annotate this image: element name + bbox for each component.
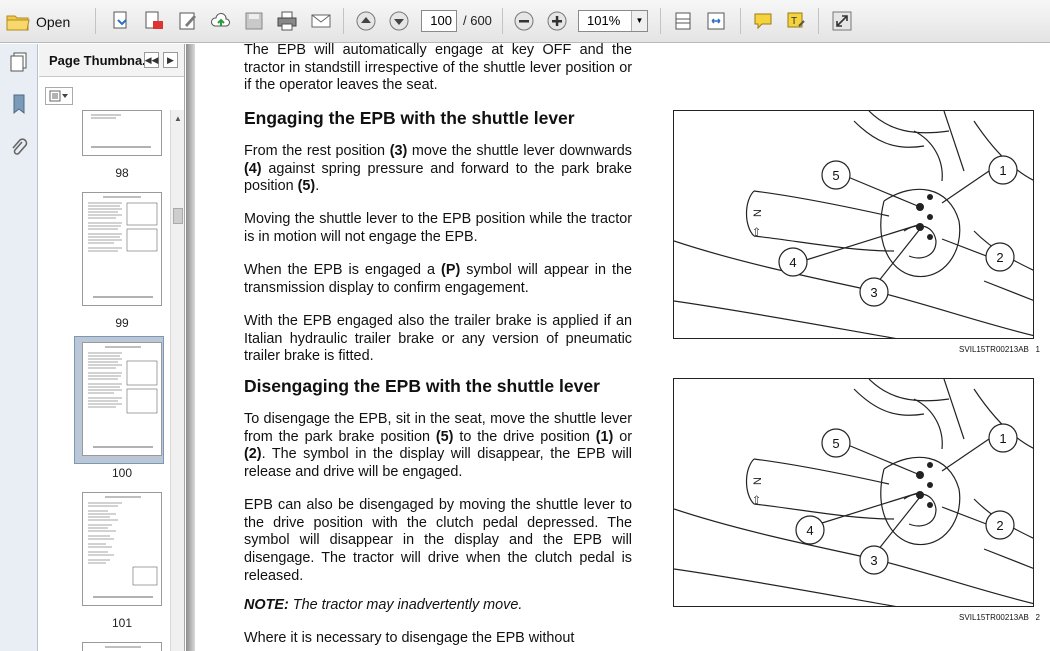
thumbnail-page-100[interactable]	[82, 342, 162, 456]
save-icon[interactable]	[242, 9, 266, 33]
svg-text:N: N	[752, 209, 764, 217]
toolbar-separator	[502, 8, 503, 34]
paragraph: The EPB will automatically engage at key…	[244, 42, 632, 94]
callout-2: 2	[996, 518, 1003, 533]
collapse-panel-icon[interactable]: ◀◀	[144, 52, 159, 68]
print-icon[interactable]	[275, 9, 299, 33]
thumbnail-list: 98 99 100	[39, 110, 171, 651]
thumbnail-page-98[interactable]	[82, 110, 162, 156]
email-icon[interactable]	[309, 9, 333, 33]
paragraph: To disengage the EPB, sit in the seat, m…	[244, 411, 633, 481]
thumbnail-page-101[interactable]	[82, 492, 162, 606]
paragraph: EPB can also be disengaged by moving the…	[244, 497, 632, 584]
thumbnails-panel: Page Thumbna... ◀◀ ▶ 98 99	[39, 44, 185, 651]
attachments-icon[interactable]	[7, 136, 31, 160]
svg-text:⇨: ⇨	[751, 495, 763, 504]
callout-1: 1	[999, 163, 1006, 178]
panel-title: Page Thumbna...	[49, 53, 154, 68]
next-page-icon[interactable]	[387, 9, 411, 33]
scrollbar-thumb[interactable]	[173, 208, 183, 224]
svg-text:N: N	[752, 477, 764, 485]
save-copy-icon[interactable]	[109, 9, 133, 33]
callouts: 5 1 4 3 2	[795, 423, 1018, 575]
document-edge	[186, 44, 195, 651]
highlight-icon[interactable]: T	[784, 9, 808, 33]
section-heading: Disengaging the EPB with the shuttle lev…	[244, 376, 600, 396]
callout-4: 4	[806, 523, 813, 538]
paragraph: Moving the shuttle lever to the EPB posi…	[244, 211, 632, 245]
toolbar-separator	[95, 8, 96, 34]
shuttle-lever-illustration: N ⇨	[674, 379, 1033, 606]
callout-5: 5	[832, 168, 839, 183]
open-button[interactable]: Open	[6, 8, 70, 35]
zoom-in-icon[interactable]	[545, 9, 569, 33]
thumbnail-page-99[interactable]	[82, 192, 162, 306]
section-heading: Engaging the EPB with the shuttle lever	[244, 108, 575, 128]
figure-caption: SVIL15TR00213AB 2	[959, 613, 1040, 622]
main-toolbar: Open 100 / 600 101% ▼	[0, 0, 1050, 43]
comment-icon[interactable]	[751, 9, 775, 33]
thumbnail-label: 100	[111, 466, 133, 480]
toolbar-separator	[343, 8, 344, 34]
chevron-down-icon[interactable]: ▼	[631, 11, 647, 31]
scroll-up-icon[interactable]: ▲	[174, 114, 182, 123]
thumbnail-scrollbar[interactable]: ▲	[170, 110, 184, 651]
thumbnails-header: Page Thumbna... ◀◀ ▶	[39, 44, 184, 77]
thumbnail-label: 99	[115, 316, 129, 330]
toolbar-separator	[660, 8, 661, 34]
thumbnail-page-next[interactable]	[82, 642, 162, 651]
fit-page-icon[interactable]	[671, 9, 695, 33]
paragraph: From the rest position (3) move the shut…	[244, 143, 632, 195]
figure-caption: SVIL15TR00213AB 1	[959, 345, 1040, 354]
callout-2: 2	[996, 250, 1003, 265]
callout-1: 1	[999, 431, 1006, 446]
page-number-input[interactable]: 100	[421, 10, 457, 32]
expand-icon[interactable]	[830, 9, 854, 33]
callout-4: 4	[789, 255, 796, 270]
expand-panel-icon[interactable]: ▶	[163, 52, 178, 68]
callout-3: 3	[870, 553, 877, 568]
page-total: / 600	[463, 13, 492, 28]
create-pdf-icon[interactable]	[142, 9, 166, 33]
callout-3: 3	[870, 285, 877, 300]
callout-5: 5	[832, 436, 839, 451]
toolbar-separator	[818, 8, 819, 34]
folder-icon	[6, 15, 30, 30]
zoom-out-icon[interactable]	[512, 9, 536, 33]
thumbnail-label: 101	[111, 616, 133, 630]
note: NOTE: The tractor may inadvertently move…	[244, 597, 523, 613]
callouts: 5 1 4 3 2	[778, 155, 1018, 307]
edit-icon[interactable]	[176, 9, 200, 33]
svg-text:⇨: ⇨	[751, 227, 763, 236]
toolbar-separator	[740, 8, 741, 34]
figure-shuttle-lever-2: N ⇨ 5 1 4 3 2	[673, 378, 1034, 607]
navigation-rail	[0, 44, 38, 651]
svg-text:T: T	[791, 16, 797, 27]
list-options-icon	[49, 90, 68, 102]
fit-width-icon[interactable]	[704, 9, 728, 33]
cloud-upload-icon[interactable]	[209, 9, 233, 33]
thumbnail-options-button[interactable]	[45, 87, 73, 105]
figure-shuttle-lever-1: N ⇨ 5 1 4 3 2	[673, 110, 1034, 339]
bookmarks-icon[interactable]	[7, 92, 31, 116]
paragraph: When the EPB is engaged a (P) symbol wil…	[244, 262, 632, 296]
paragraph: Where it is necessary to disengage the E…	[244, 630, 575, 646]
paragraph: With the EPB engaged also the trailer br…	[244, 313, 632, 365]
zoom-select[interactable]: 101% ▼	[578, 10, 648, 32]
thumbnail-label: 98	[115, 166, 129, 180]
page-thumbnails-icon[interactable]	[7, 50, 31, 74]
previous-page-icon[interactable]	[354, 9, 378, 33]
